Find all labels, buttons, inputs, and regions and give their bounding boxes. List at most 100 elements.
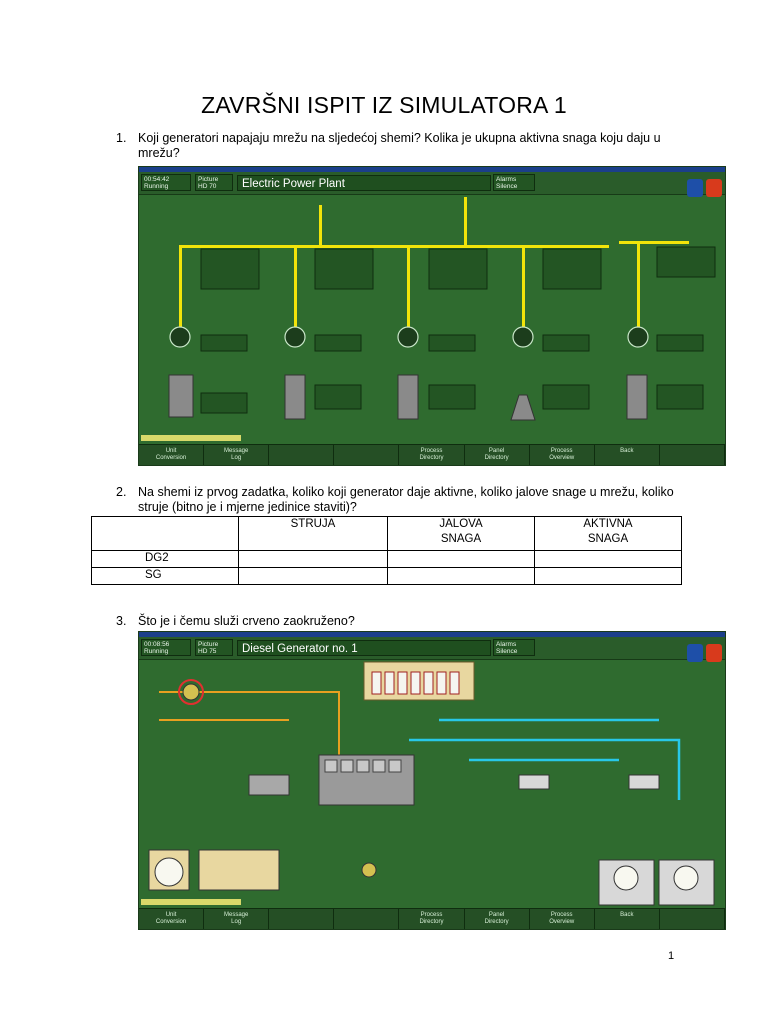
picture-box[interactable]: Picture HD 70 (195, 174, 233, 191)
back-button[interactable]: Back (595, 445, 660, 465)
shaft-generator-machine (168, 374, 194, 418)
question-3-text: Što je i čemu služi crveno zaokruženo? (138, 614, 355, 628)
diesel-engine-1 (284, 374, 306, 420)
process-directory-button[interactable]: Process Directory (399, 445, 465, 465)
exhaust-bar (384, 671, 395, 695)
electric-power-plant-screenshot: 00:54:42 Running Picture HD 70 Alarms Si… (138, 166, 726, 466)
power-plant-diagram (168, 197, 716, 421)
cylinder-head (388, 759, 402, 773)
exhaust-bar (436, 671, 447, 695)
blank-button-2[interactable] (334, 909, 400, 929)
document-title: ZAVRŠNI ISPIT IZ SIMULATORA 1 (201, 92, 567, 118)
consumer-line (464, 197, 467, 245)
question-2-text: Na shemi iz prvog zadatka, koliko koji g… (138, 485, 674, 514)
back-button[interactable]: Back (595, 909, 660, 929)
lo-pump-icon[interactable] (361, 862, 377, 878)
unit-conversion-button[interactable]: Unit Conversion (139, 909, 205, 929)
diesel-generator-diagram (148, 661, 715, 906)
unit-conversion-button[interactable]: Unit Conversion (139, 445, 205, 465)
status-message-line (141, 899, 241, 905)
load-control-box[interactable] (200, 334, 248, 352)
answer-cell[interactable] (534, 550, 682, 568)
answer-cell[interactable] (534, 567, 682, 585)
blank-button-3[interactable] (660, 445, 725, 465)
alarms-label: Alarms (496, 176, 517, 183)
picture-id: HD 75 (198, 648, 217, 655)
header-cell-aktivna-snaga: AKTIVNA SNAGA (534, 516, 682, 551)
breaker-panel-sg (200, 248, 260, 290)
clock-box: 00:54:42 Running (141, 174, 191, 191)
alarm-logo-icon (706, 644, 722, 662)
feeder-dg1 (294, 248, 297, 333)
exhaust-bar (423, 671, 434, 695)
generator-motor (248, 774, 290, 796)
blank-button-1[interactable] (269, 909, 335, 929)
silence-label: Silence (496, 648, 518, 655)
alarm-logo-icon (706, 179, 722, 197)
process-directory-button[interactable]: Process Directory (399, 909, 465, 929)
red-circle-marker (178, 679, 204, 705)
message-log-button[interactable]: Message Log (204, 909, 270, 929)
diesel-generator-screenshot: 00:08:56 Running Picture HD 75 Alarms Si… (138, 631, 726, 930)
fo-pump-icon[interactable] (182, 683, 200, 701)
engine-control-panel[interactable] (198, 849, 280, 891)
engine-control-box-eg[interactable] (656, 384, 704, 410)
table-row: SG (91, 567, 682, 585)
header-cell-struja: STRUJA (238, 516, 388, 551)
speed-gauge-icon (673, 865, 699, 891)
cylinder-head (324, 759, 338, 773)
blank-button-3[interactable] (660, 909, 725, 929)
blank-button-1[interactable] (269, 445, 335, 465)
alarms-box[interactable]: Alarms Silence (493, 174, 535, 191)
screen-footer: Unit Conversion Message Log Process Dire… (139, 444, 725, 465)
exhaust-bar (410, 671, 421, 695)
governor-box-dg1[interactable] (314, 334, 362, 352)
generator-dg2-icon (397, 326, 419, 348)
process-overview-button[interactable]: Process Overview (530, 445, 595, 465)
answer-cell[interactable] (387, 567, 535, 585)
answer-cell[interactable] (387, 550, 535, 568)
generator-sg-icon (169, 326, 191, 348)
governor-box-tg[interactable] (542, 334, 590, 352)
main-bus-bar (179, 245, 609, 248)
auto-sync-panel (656, 246, 716, 278)
silence-label: Silence (496, 183, 518, 190)
emergency-bus-bar (619, 241, 689, 244)
feeder-eg (637, 244, 640, 333)
ht-cooler (628, 774, 660, 790)
panel-directory-button[interactable]: Panel Directory (465, 909, 530, 929)
screen-footer: Unit Conversion Message Log Process Dire… (139, 908, 725, 929)
header-cell-empty (91, 516, 239, 551)
engine-status-box (200, 392, 248, 414)
screen-title: Diesel Generator no. 1 (237, 640, 491, 656)
picture-box[interactable]: Picture HD 75 (195, 639, 233, 656)
generator-tg-icon (512, 326, 534, 348)
governor-box-eg[interactable] (656, 334, 704, 352)
blank-button-2[interactable] (334, 445, 400, 465)
message-log-button[interactable]: Message Log (204, 445, 270, 465)
engine-control-box-dg2[interactable] (428, 384, 476, 410)
row-label-dg2: DG2 (91, 550, 239, 568)
exhaust-bar (449, 671, 460, 695)
page-number: 1 (668, 950, 675, 962)
governor-box-dg2[interactable] (428, 334, 476, 352)
window-title-bar (139, 167, 725, 172)
cylinder-head (340, 759, 354, 773)
load-gauge-icon (613, 865, 639, 891)
feeder-dg2 (407, 248, 410, 333)
clock-value: 00:54:42 (144, 176, 170, 183)
breaker-panel-tg (542, 248, 602, 290)
question-3-number: 3. (116, 614, 127, 628)
table-header-row: STRUJA JALOVA SNAGA AKTIVNA SNAGA (91, 516, 682, 551)
alarms-box[interactable]: Alarms Silence (493, 639, 535, 656)
table-row: DG2 (91, 550, 682, 568)
answer-cell[interactable] (238, 550, 388, 568)
panel-directory-button[interactable]: Panel Directory (465, 445, 530, 465)
answer-cell[interactable] (238, 567, 388, 585)
kongsberg-logo-icon (687, 644, 703, 662)
clock-box: 00:08:56 Running (141, 639, 191, 656)
engine-control-box-dg1[interactable] (314, 384, 362, 410)
process-overview-button[interactable]: Process Overview (530, 909, 595, 929)
exhaust-bar (371, 671, 382, 695)
diesel-engine-2 (397, 374, 419, 420)
